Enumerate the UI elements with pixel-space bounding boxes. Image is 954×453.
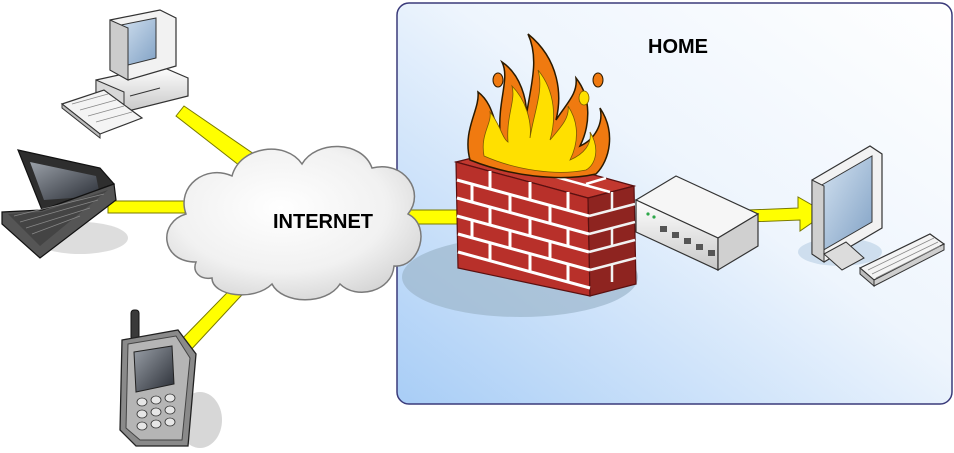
desktop-computer-icon bbox=[60, 9, 189, 140]
flame-icon bbox=[467, 33, 611, 179]
home-label: HOME bbox=[648, 36, 708, 58]
laptop-icon bbox=[1, 149, 128, 259]
internet-label: INTERNET bbox=[273, 211, 373, 233]
router-icon bbox=[634, 175, 760, 272]
monitor-icon bbox=[798, 145, 883, 271]
keyboard-icon bbox=[858, 233, 946, 288]
cloud-icon: INTERNET bbox=[166, 145, 422, 301]
firewall-icon bbox=[453, 149, 637, 297]
mobile-phone-icon bbox=[119, 309, 222, 448]
